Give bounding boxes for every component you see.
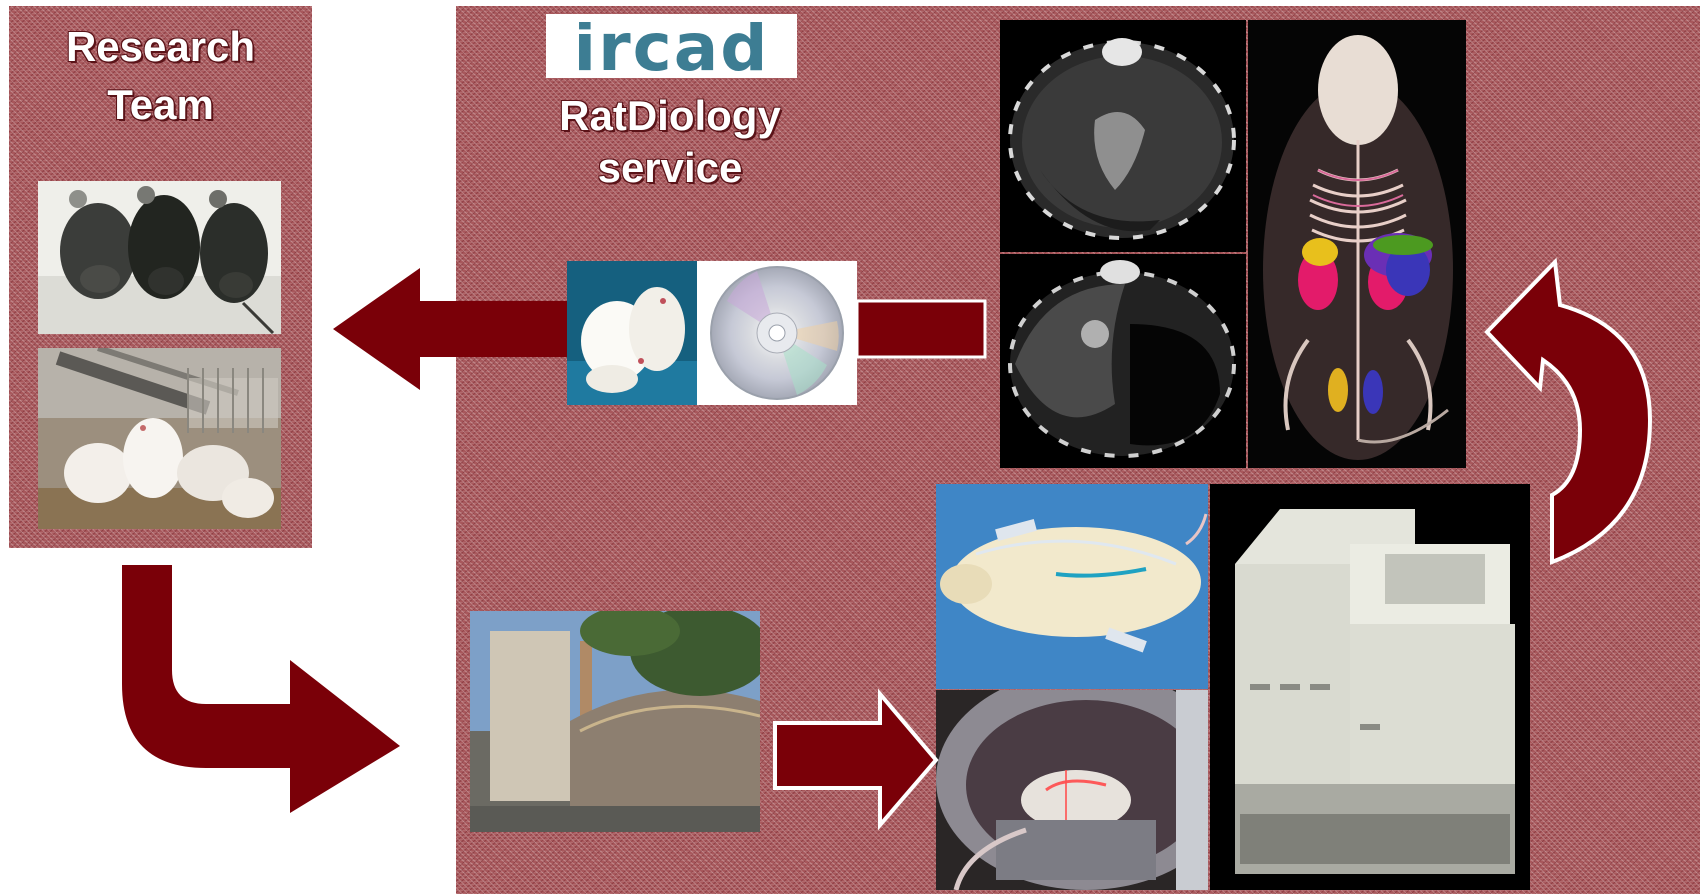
arrow-team-to-ircad bbox=[122, 565, 400, 813]
arrow-ircad-to-scanner bbox=[775, 694, 936, 825]
arrow-results-to-team bbox=[333, 268, 985, 390]
arrow-scanner-to-imaging bbox=[1487, 262, 1650, 562]
